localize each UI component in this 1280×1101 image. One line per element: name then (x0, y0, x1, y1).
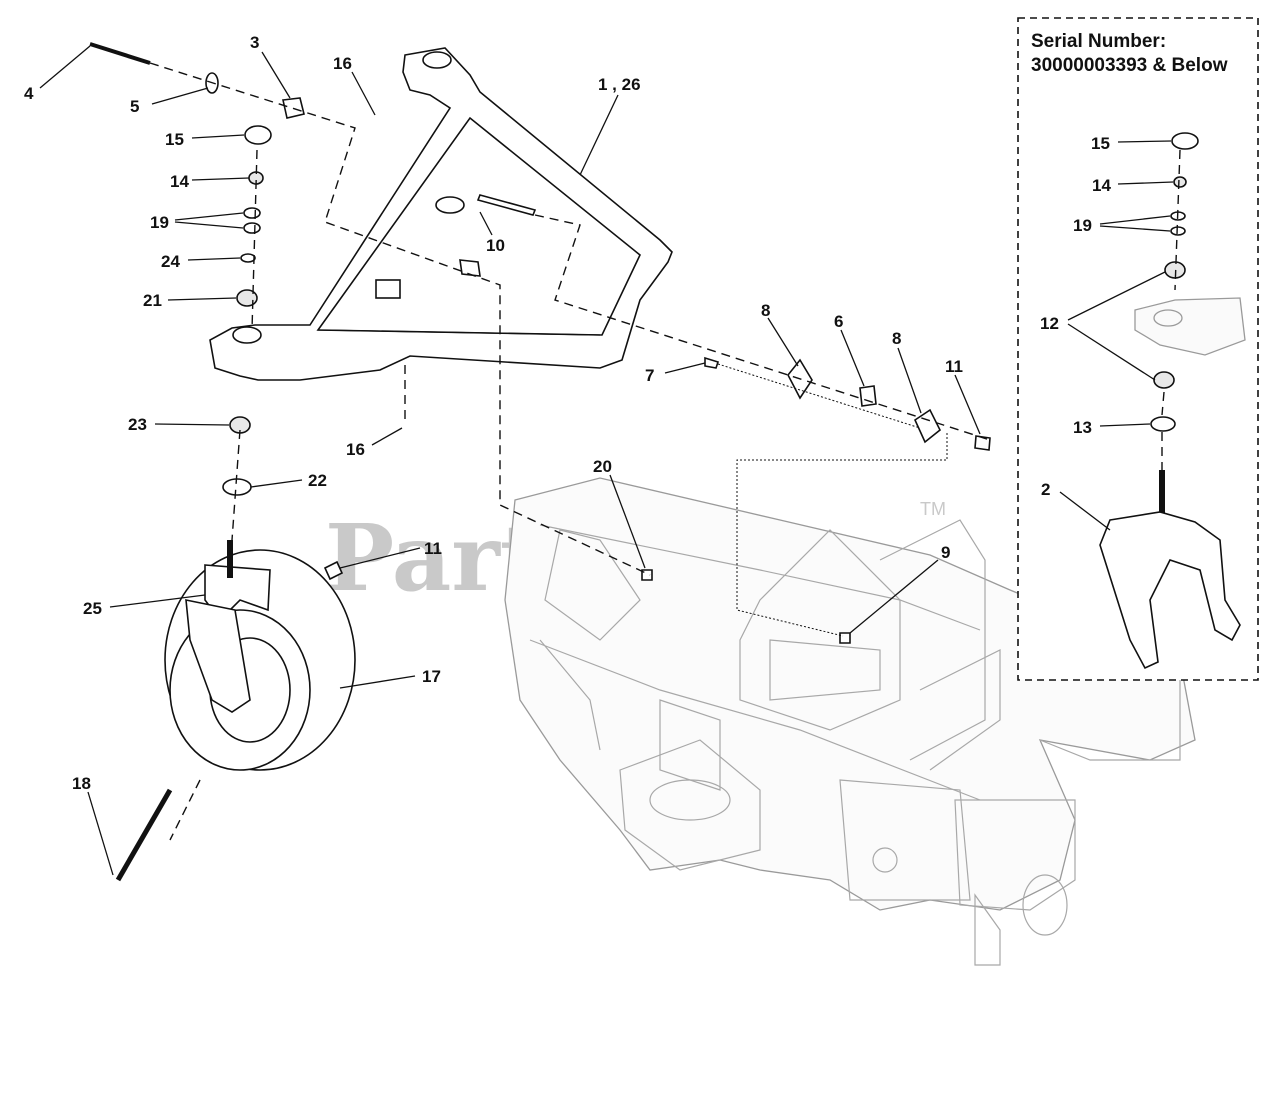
callout-20: 20 (593, 457, 612, 476)
callout-9: 9 (941, 543, 950, 562)
callout-1-26: 1 , 26 (598, 75, 641, 94)
assembly-lines (149, 62, 991, 841)
callout-23: 23 (128, 415, 147, 434)
callout-10: 10 (486, 236, 505, 255)
callout-6: 6 (834, 312, 843, 331)
inset-callout-15: 15 (1091, 134, 1110, 153)
callout-8-right: 8 (892, 329, 901, 348)
callout-8-left: 8 (761, 301, 770, 320)
callout-25: 25 (83, 599, 102, 618)
callout-11-left: 11 (424, 539, 442, 558)
callout-17: 17 (422, 667, 441, 686)
inset-callout-2: 2 (1041, 480, 1050, 499)
callout-18: 18 (72, 774, 91, 793)
inset-title-line1: Serial Number: (1031, 31, 1166, 52)
callout-15: 15 (165, 130, 184, 149)
callout-22: 22 (308, 471, 327, 490)
leader-lines (39, 45, 981, 876)
callout-11-right: 11 (945, 357, 963, 376)
inset-callout-14: 14 (1092, 176, 1111, 195)
callout-19: 19 (150, 213, 169, 232)
callout-3: 3 (250, 33, 259, 52)
callouts: 4 3 5 16 1 , 26 15 14 19 24 21 10 8 6 8 … (24, 33, 963, 793)
callout-7: 7 (645, 366, 654, 385)
inset-callout-19: 19 (1073, 216, 1092, 235)
inset-title-line2: 30000003393 & Below (1031, 55, 1228, 76)
watermark-tm: TM (920, 499, 946, 519)
callout-4: 4 (24, 84, 34, 103)
callout-14: 14 (170, 172, 189, 191)
callout-21: 21 (143, 291, 162, 310)
callout-16-top: 16 (333, 54, 352, 73)
callout-24: 24 (161, 252, 180, 271)
a-frame-axle (209, 47, 673, 381)
serial-inset: Serial Number: 30000003393 & Below 15 14… (1017, 17, 1259, 681)
caster-wheel (115, 540, 356, 882)
inset-callout-12: 12 (1040, 314, 1059, 333)
chassis-frame (504, 477, 1196, 966)
inset-callout-13: 13 (1073, 418, 1092, 437)
callout-5: 5 (130, 97, 139, 116)
callout-16-bottom: 16 (346, 440, 365, 459)
